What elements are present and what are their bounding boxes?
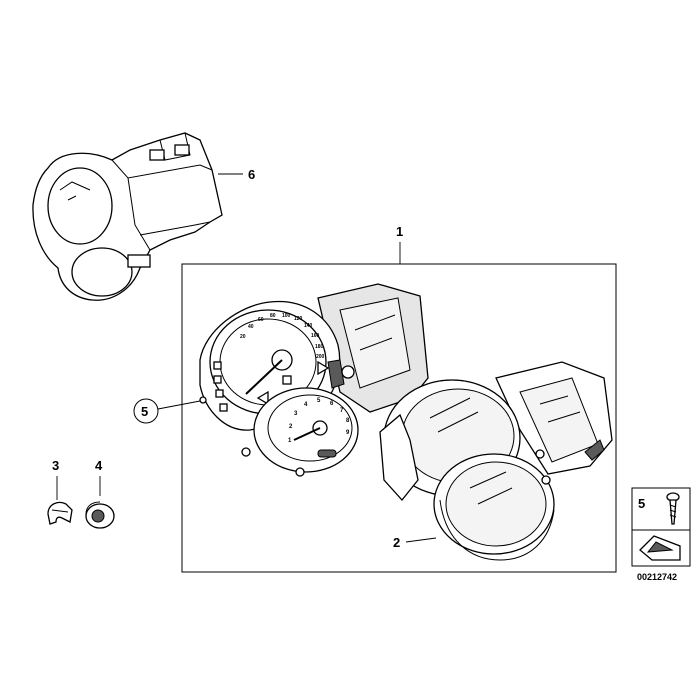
arrow-icon xyxy=(639,535,681,561)
callout-2: 2 xyxy=(393,535,400,550)
svg-text:140: 140 xyxy=(304,323,313,329)
svg-text:120: 120 xyxy=(294,316,303,322)
part-1-instrument-cluster[interactable]: 20 40 60 80 100 120 140 160 180 200 1 2 … xyxy=(199,283,429,477)
svg-text:80: 80 xyxy=(270,313,276,319)
part-2-instrument-lens[interactable] xyxy=(379,361,613,561)
callout-6: 6 xyxy=(248,167,255,182)
callout-1: 1 xyxy=(396,224,403,239)
part-6-instrument-housing[interactable] xyxy=(32,132,223,301)
svg-text:4: 4 xyxy=(304,402,308,408)
svg-text:6: 6 xyxy=(330,401,334,407)
svg-text:2: 2 xyxy=(289,424,293,430)
svg-text:5: 5 xyxy=(317,398,321,404)
svg-text:40: 40 xyxy=(248,324,254,330)
svg-text:200: 200 xyxy=(316,354,325,360)
speedometer-scale: 20 40 60 80 100 120 140 160 180 200 xyxy=(240,313,325,360)
part-3-clip[interactable] xyxy=(47,501,73,525)
callout-5-circle xyxy=(133,398,159,424)
svg-text:100: 100 xyxy=(282,313,291,319)
tachometer-scale: 1 2 3 4 5 6 7 8 9 xyxy=(288,398,350,444)
callout-5: 5 xyxy=(141,404,148,419)
reference-number: 00212742 xyxy=(637,572,677,582)
svg-text:180: 180 xyxy=(315,344,324,350)
svg-text:60: 60 xyxy=(258,317,264,323)
svg-text:20: 20 xyxy=(240,334,246,340)
legend-box: 5 xyxy=(631,487,691,567)
svg-text:160: 160 xyxy=(311,333,320,339)
svg-text:8: 8 xyxy=(346,418,350,424)
svg-text:3: 3 xyxy=(294,411,298,417)
svg-text:1: 1 xyxy=(288,438,292,444)
callout-4: 4 xyxy=(95,458,103,473)
legend-number: 5 xyxy=(638,496,645,511)
svg-text:9: 9 xyxy=(346,430,350,436)
screw-icon xyxy=(666,492,680,525)
part-4-grommet[interactable] xyxy=(85,501,115,529)
callout-3: 3 xyxy=(52,458,59,473)
svg-text:7: 7 xyxy=(340,408,344,414)
assembly-frame xyxy=(181,263,617,573)
indicator-lights xyxy=(213,360,330,412)
